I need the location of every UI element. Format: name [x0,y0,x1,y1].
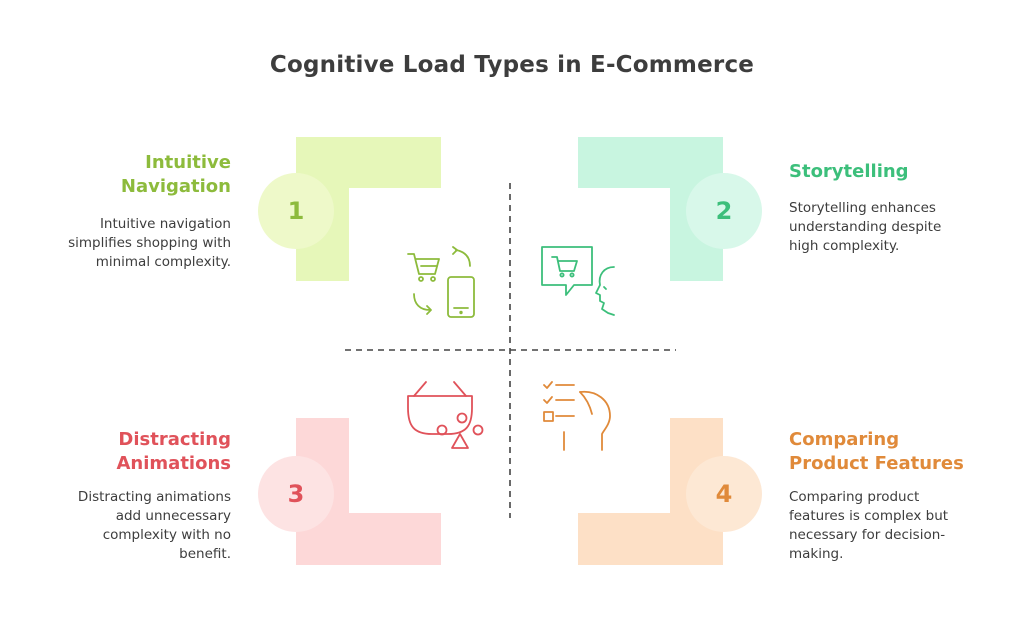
cart-speech-head-icon [541,246,615,316]
quadrant-1-desc-line: simplifies shopping with [68,235,231,251]
quadrant-1-number: 1 [258,173,334,249]
quadrant-1-heading: Intuitive Navigation [121,151,231,199]
basket-shapes-icon [407,381,484,449]
quadrant-4-desc-line: making. [789,546,844,562]
quadrant-2-desc-line: understanding despite [789,219,942,235]
quadrant-4-heading-line1: Comparing [789,429,900,450]
quadrant-4-heading: Comparing Product Features [789,428,964,476]
quadrant-3-desc-line: add unnecessary [115,508,231,524]
quadrant-3-description: Distracting animations add unnecessary c… [78,488,231,564]
quadrant-2-description: Storytelling enhances understanding desp… [789,199,941,256]
quadrant-2-heading: Storytelling [789,160,909,184]
quadrant-2-desc-line: Storytelling enhances [789,200,936,216]
quadrant-3-heading-line1: Distracting [118,429,231,450]
quadrant-1-desc-line: minimal complexity. [95,254,231,270]
quadrant-1-desc-line: Intuitive navigation [99,216,231,232]
quadrant-2-heading-line1: Storytelling [789,161,909,182]
cart-phone-sync-icon [407,246,475,318]
quadrant-1-shape [296,137,441,281]
quadrant-4-description: Comparing product features is complex bu… [789,488,948,564]
quadrant-2-shape [578,137,723,281]
quadrant-3-number: 3 [258,456,334,532]
quadrant-4-shape [578,418,723,565]
checklist-head-icon [543,381,611,451]
page-title: Cognitive Load Types in E-Commerce [269,52,755,78]
quadrant-1-heading-line1: Intuitive [145,152,231,173]
quadrant-2-desc-line: high complexity. [789,238,900,254]
quadrant-3-desc-line: Distracting animations [77,489,231,505]
quadrant-3-heading-line2: Animations [116,453,232,474]
quadrant-4-desc-line: Comparing product [789,489,920,505]
quadrant-2-number: 2 [686,173,762,249]
quadrant-3-shape [296,418,441,565]
quadrant-1-heading-line2: Navigation [120,176,231,197]
quadrant-4-heading-line2: Product Features [789,453,964,474]
quadrant-1-description: Intuitive navigation simplifies shopping… [68,215,231,272]
quadrant-4-desc-line: features is complex but [789,508,949,524]
quadrant-3-heading: Distracting Animations [117,428,232,476]
quadrant-3-desc-line: complexity with no [102,527,231,543]
quadrant-4-desc-line: necessary for decision- [789,527,946,543]
quadrant-4-number: 4 [686,456,762,532]
quadrant-3-desc-line: benefit. [179,546,231,562]
